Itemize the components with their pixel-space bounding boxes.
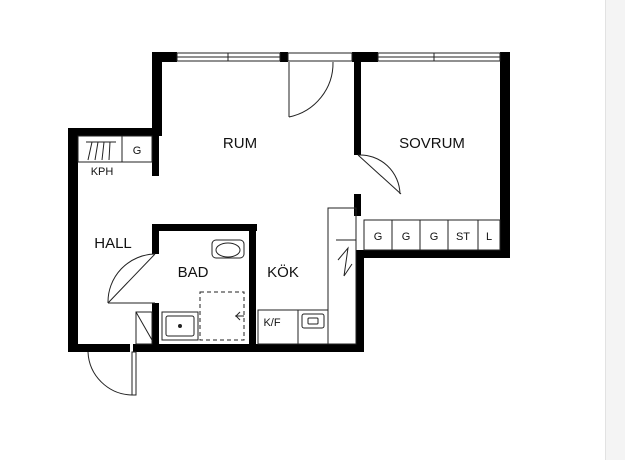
fixture-label-kph: KPH xyxy=(91,166,114,178)
windows xyxy=(176,52,501,62)
room-label-sovrum: SOVRUM xyxy=(399,135,465,152)
exterior-walls xyxy=(68,52,510,352)
wardrobe-label: ST xyxy=(456,231,470,243)
room-label-kok: KÖK xyxy=(267,263,299,281)
doors xyxy=(87,61,402,396)
wardrobe-label: G xyxy=(402,231,411,243)
fixture-label-kf: K/F xyxy=(263,317,280,329)
room-label-rum: RUM xyxy=(223,135,257,152)
vertical-scrollbar[interactable] xyxy=(605,0,625,460)
wardrobe-label: G xyxy=(374,231,383,243)
room-label-bad: BAD xyxy=(178,264,209,281)
room-label-hall: HALL xyxy=(94,235,132,252)
fixtures xyxy=(77,135,501,345)
wardrobe-label: L xyxy=(486,231,492,243)
interior-walls xyxy=(152,62,361,352)
wardrobe-label: G xyxy=(430,231,439,243)
fixture-label-hall-g: G xyxy=(133,145,142,157)
